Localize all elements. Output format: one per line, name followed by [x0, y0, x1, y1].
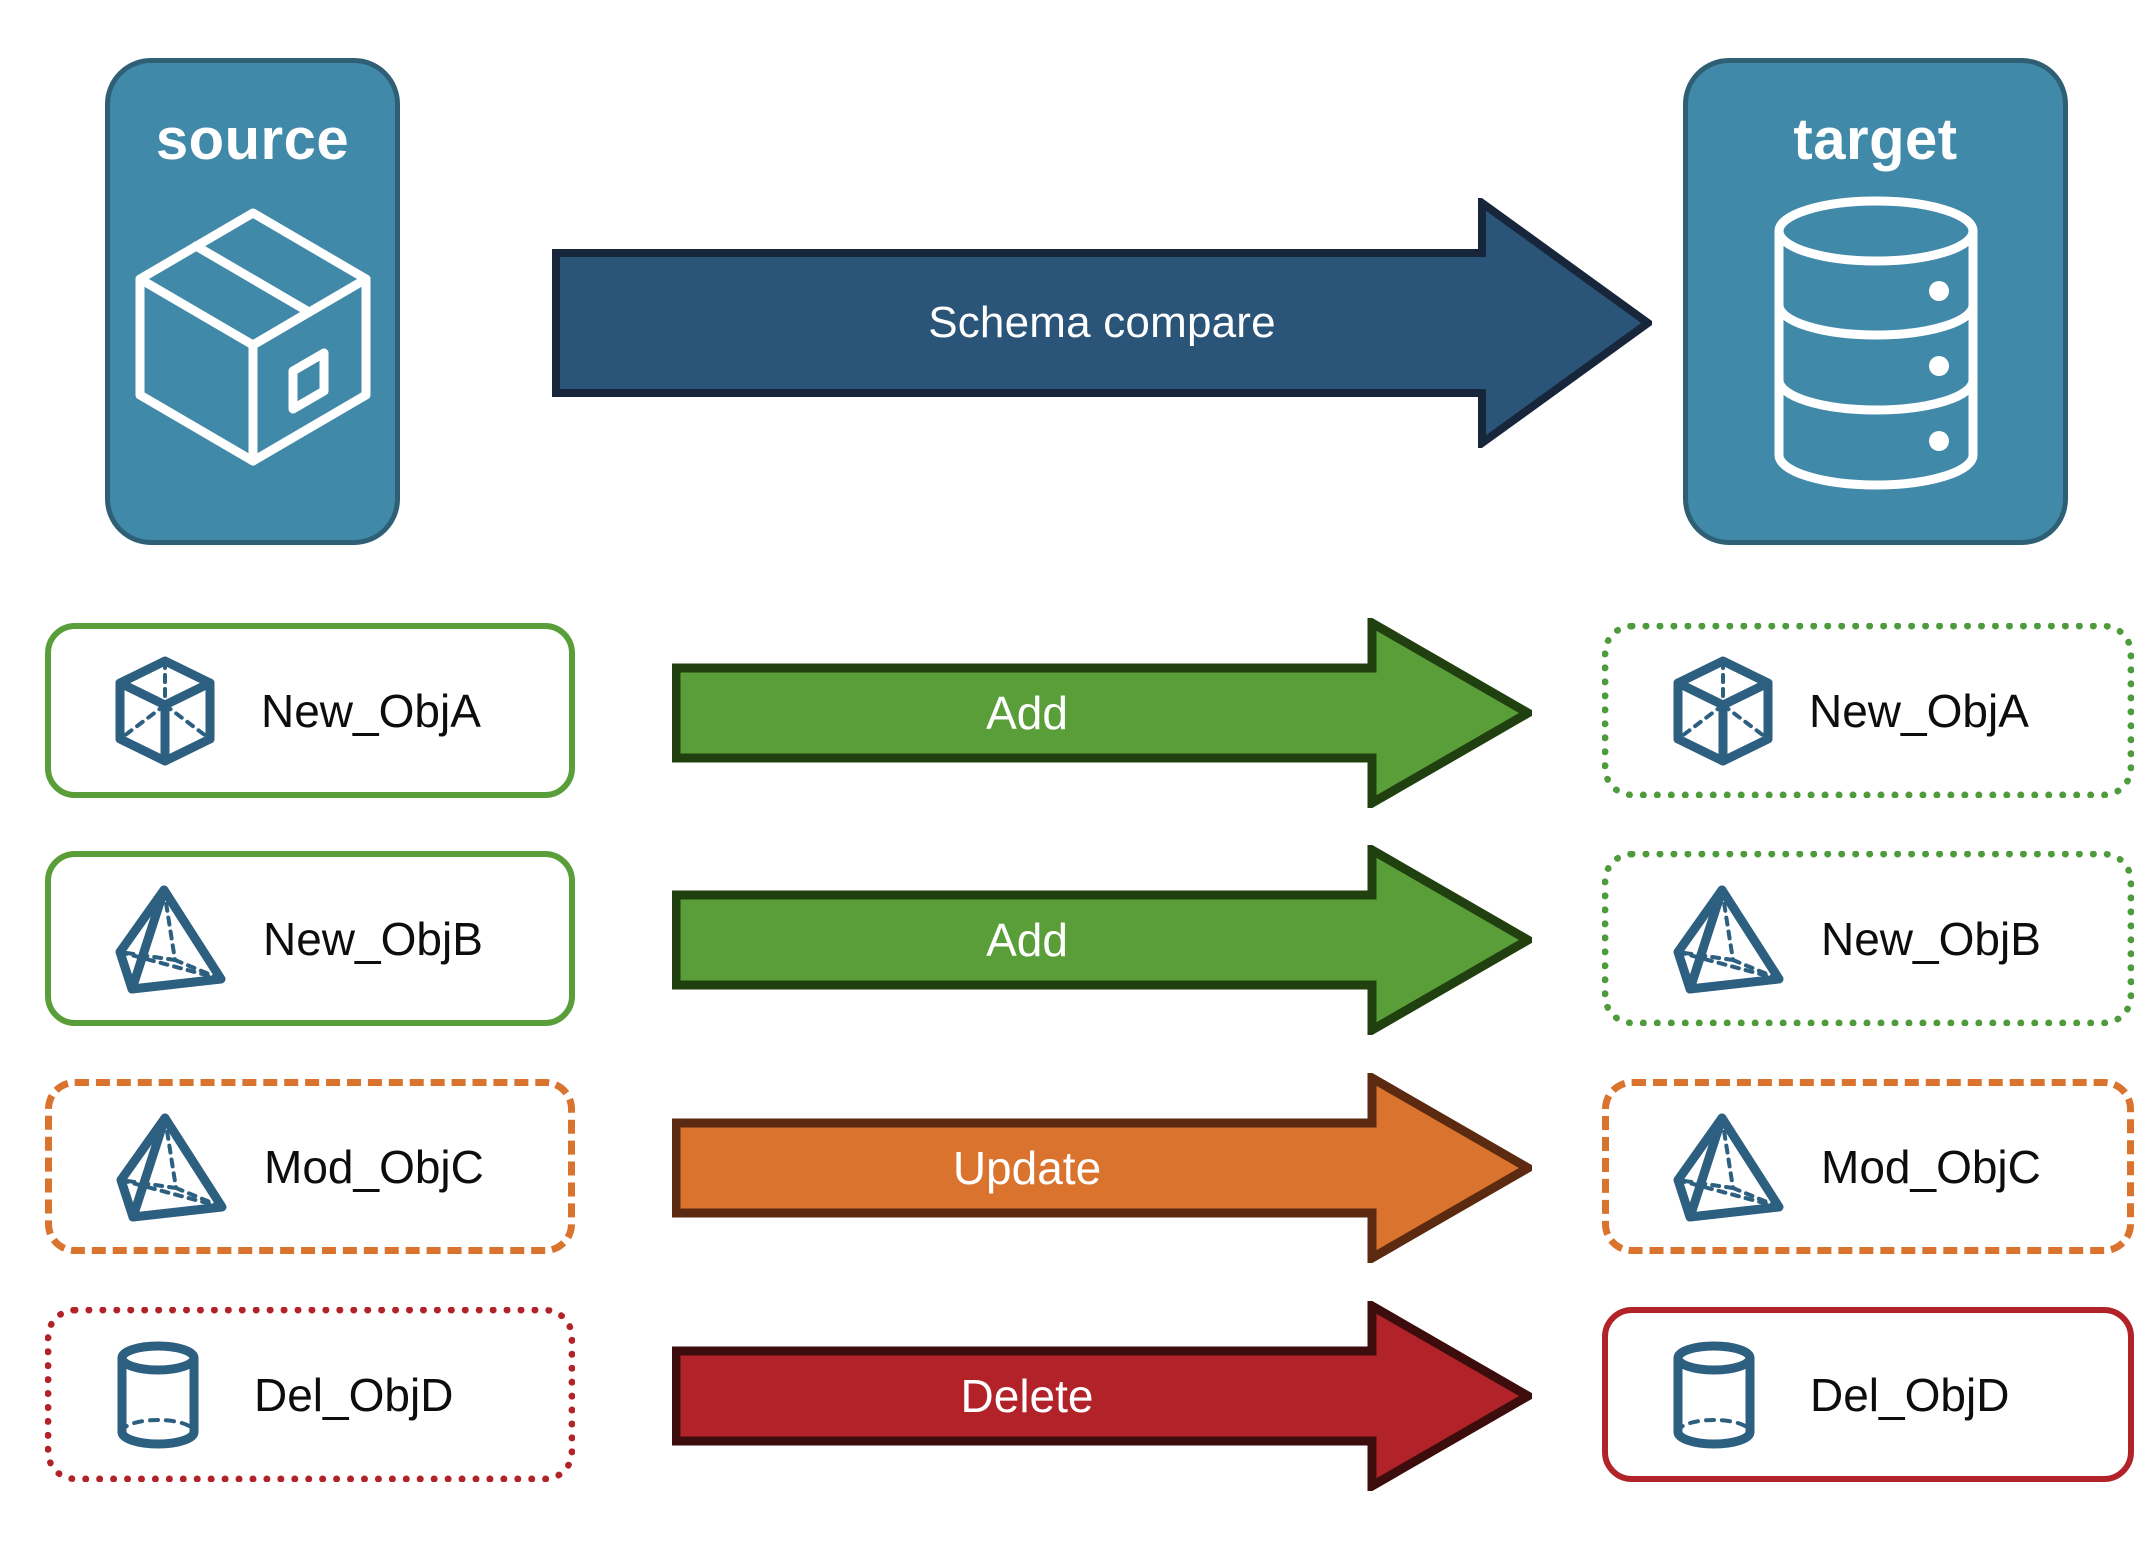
- row-arrow-label-4: Delete: [960, 1370, 1094, 1422]
- wireframe-pyramid-icon: [113, 882, 229, 996]
- row-arrow-update-3[interactable]: Update: [671, 1070, 1538, 1266]
- package-box-icon: [128, 195, 378, 475]
- row-arrow-delete-4[interactable]: Delete: [671, 1298, 1538, 1494]
- wireframe-cube-icon: [1671, 654, 1775, 768]
- row-arrow-add-1[interactable]: Add: [671, 615, 1538, 811]
- row-arrow-add-2[interactable]: Add: [671, 842, 1538, 1038]
- schema-compare-arrow[interactable]: Schema compare: [552, 195, 1655, 451]
- source-object-label-4: Del_ObjD: [254, 1368, 454, 1421]
- wireframe-cube-icon: [113, 654, 217, 768]
- target-object-card-2[interactable]: New_ObjB: [1602, 851, 2134, 1026]
- wireframe-cylinder-icon: [1670, 1340, 1758, 1450]
- source-object-label-2: New_ObjB: [263, 912, 483, 965]
- target-object-card-3[interactable]: Mod_ObjC: [1602, 1079, 2134, 1254]
- source-object-label-3: Mod_ObjC: [264, 1140, 484, 1193]
- row-arrow-label-1: Add: [986, 687, 1068, 739]
- database-cylinder-icon: [1761, 193, 1991, 493]
- schema-compare-arrow-label: Schema compare: [928, 298, 1276, 347]
- wireframe-cylinder-icon: [114, 1340, 202, 1450]
- row-arrow-label-2: Add: [986, 914, 1068, 966]
- endpoint-target-title: target: [1793, 107, 1958, 172]
- source-object-card-3[interactable]: Mod_ObjC: [45, 1079, 575, 1254]
- wireframe-pyramid-icon: [114, 1110, 230, 1224]
- source-object-label-1: New_ObjA: [261, 684, 481, 737]
- wireframe-pyramid-icon: [1671, 882, 1787, 996]
- source-object-card-2[interactable]: New_ObjB: [45, 851, 575, 1026]
- endpoint-source[interactable]: source: [105, 58, 400, 545]
- endpoint-target[interactable]: target: [1683, 58, 2068, 545]
- source-object-card-4[interactable]: Del_ObjD: [45, 1307, 575, 1482]
- target-object-label-3: Mod_ObjC: [1821, 1140, 2041, 1193]
- target-object-card-1[interactable]: New_ObjA: [1602, 623, 2134, 798]
- target-object-label-2: New_ObjB: [1821, 912, 2041, 965]
- wireframe-pyramid-icon: [1671, 1110, 1787, 1224]
- target-object-card-4[interactable]: Del_ObjD: [1602, 1307, 2134, 1482]
- target-object-label-1: New_ObjA: [1809, 684, 2029, 737]
- target-object-label-4: Del_ObjD: [1810, 1368, 2010, 1421]
- endpoint-source-title: source: [155, 107, 350, 172]
- source-object-card-1[interactable]: New_ObjA: [45, 623, 575, 798]
- row-arrow-label-3: Update: [952, 1142, 1102, 1194]
